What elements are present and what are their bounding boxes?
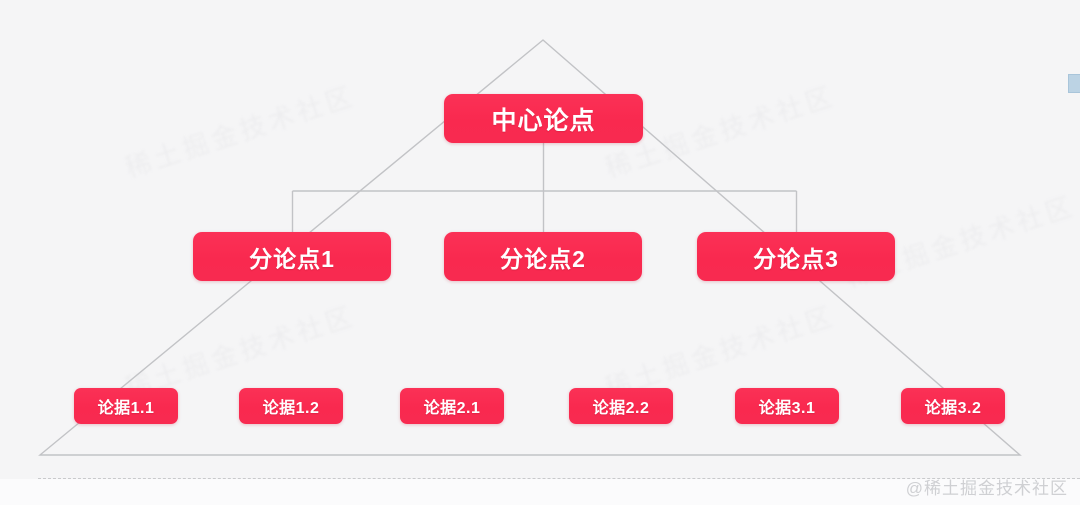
node-label: 论据1.2	[262, 400, 320, 417]
node-evidence-1-1[interactable]: 论据1.1	[74, 388, 178, 424]
node-label: 分论点2	[500, 245, 586, 272]
node-label: 论据2.2	[592, 400, 650, 417]
lower-band	[0, 479, 1080, 505]
node-sub-argument-3[interactable]: 分论点3	[697, 232, 895, 281]
node-central-thesis[interactable]: 中心论点	[444, 94, 643, 143]
corner-watermark: @稀土掘金技术社区	[905, 479, 1068, 498]
node-sub-argument-2[interactable]: 分论点2	[444, 232, 642, 281]
node-label: 论据2.1	[423, 400, 481, 417]
node-evidence-3-2[interactable]: 论据3.2	[901, 388, 1005, 424]
node-evidence-1-2[interactable]: 论据1.2	[239, 388, 343, 424]
node-evidence-2-1[interactable]: 论据2.1	[400, 388, 504, 424]
node-evidence-2-2[interactable]: 论据2.2	[569, 388, 673, 424]
node-label: 论据3.1	[758, 400, 816, 417]
node-label: 分论点1	[249, 245, 335, 272]
node-evidence-3-1[interactable]: 论据3.1	[735, 388, 839, 424]
scrollbar-fragment	[1068, 74, 1080, 93]
node-label: 中心论点	[491, 106, 596, 135]
node-label: 论据3.2	[924, 400, 982, 417]
node-sub-argument-1[interactable]: 分论点1	[193, 232, 391, 281]
node-label: 分论点3	[753, 245, 839, 272]
node-label: 论据1.1	[97, 400, 155, 417]
dashed-separator	[38, 478, 1080, 479]
